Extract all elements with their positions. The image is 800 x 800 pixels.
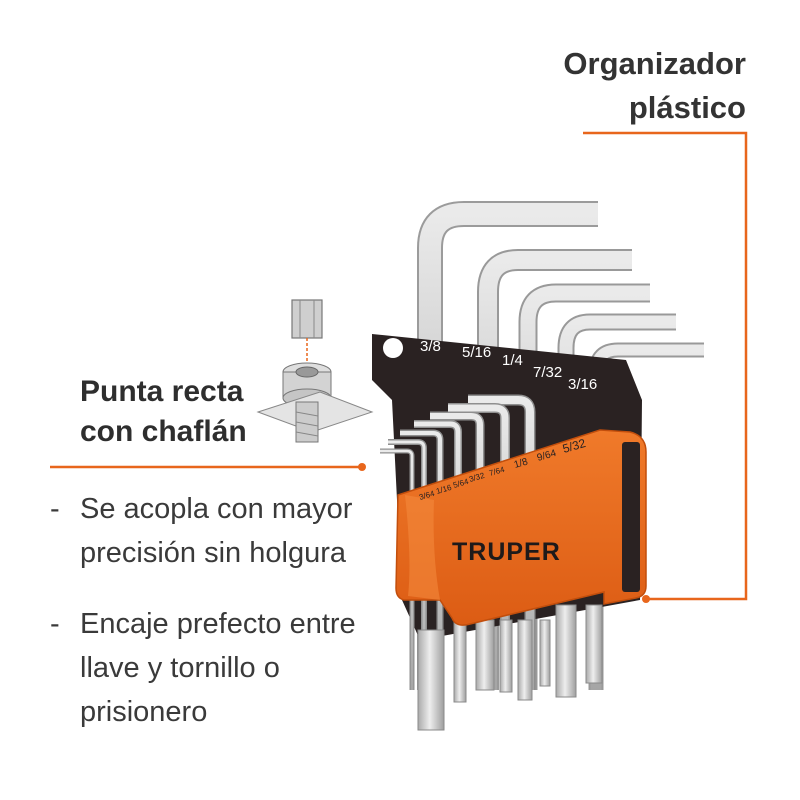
size-label-small: 7/64 — [488, 465, 506, 478]
bullet-dash: - — [50, 608, 60, 640]
size-label-large: 3/8 — [420, 338, 441, 355]
feature-item-match: - Encaje prefecto entre llave y tornillo… — [50, 602, 380, 734]
organizer-leader-line — [583, 131, 748, 601]
hex-key-lower-arms — [417, 604, 603, 731]
holder-clip — [405, 495, 440, 600]
organizer-callout: Organizador plástico — [563, 42, 746, 130]
large-size-labels: 3/8 5/16 1/4 7/32 3/16 — [420, 338, 597, 393]
screw-tip-detail-icon — [256, 299, 374, 443]
feature-text-fit: Se acopla con mayor precisión sin holgur… — [80, 493, 353, 569]
size-label-large: 1/4 — [502, 352, 523, 369]
size-label-large: 3/16 — [568, 376, 597, 393]
feature-text-match: Encaje prefecto entre llave y tornillo o… — [80, 608, 356, 728]
small-size-labels: 3/64 1/16 5/64 3/32 7/64 1/8 9/64 5/32 — [418, 436, 588, 502]
bullet-dash: - — [50, 493, 60, 525]
size-label-small: 5/64 — [452, 477, 470, 490]
size-label-small: 1/16 — [435, 483, 453, 496]
size-label-small: 1/8 — [513, 456, 530, 471]
size-label-large: 5/16 — [462, 344, 491, 361]
tip-leader-dot — [358, 463, 366, 471]
feature-item-fit: - Se acopla con mayor precisión sin holg… — [50, 487, 380, 575]
size-label-large: 7/32 — [533, 364, 562, 381]
size-label-small: 5/32 — [561, 436, 588, 456]
holder-front-orange — [395, 429, 647, 626]
organizer-callout-line1: Organizador — [563, 46, 746, 81]
tip-callout-line2: con chaflán — [80, 415, 247, 448]
size-label-small: 9/64 — [536, 448, 558, 464]
holder-hang-hole — [383, 338, 403, 358]
holder-side-grip — [622, 442, 640, 592]
tip-callout: Punta recta con chaflán — [80, 372, 247, 452]
organizer-leader-dot — [642, 595, 650, 603]
size-label-small: 3/32 — [468, 471, 486, 484]
small-hex-keys — [380, 394, 536, 690]
organizer-callout-line2: plástico — [628, 90, 746, 125]
brand-logo-text: TRUPER — [452, 538, 561, 566]
size-label-small: 3/64 — [418, 489, 436, 502]
tip-callout-line1: Punta recta — [80, 375, 244, 408]
